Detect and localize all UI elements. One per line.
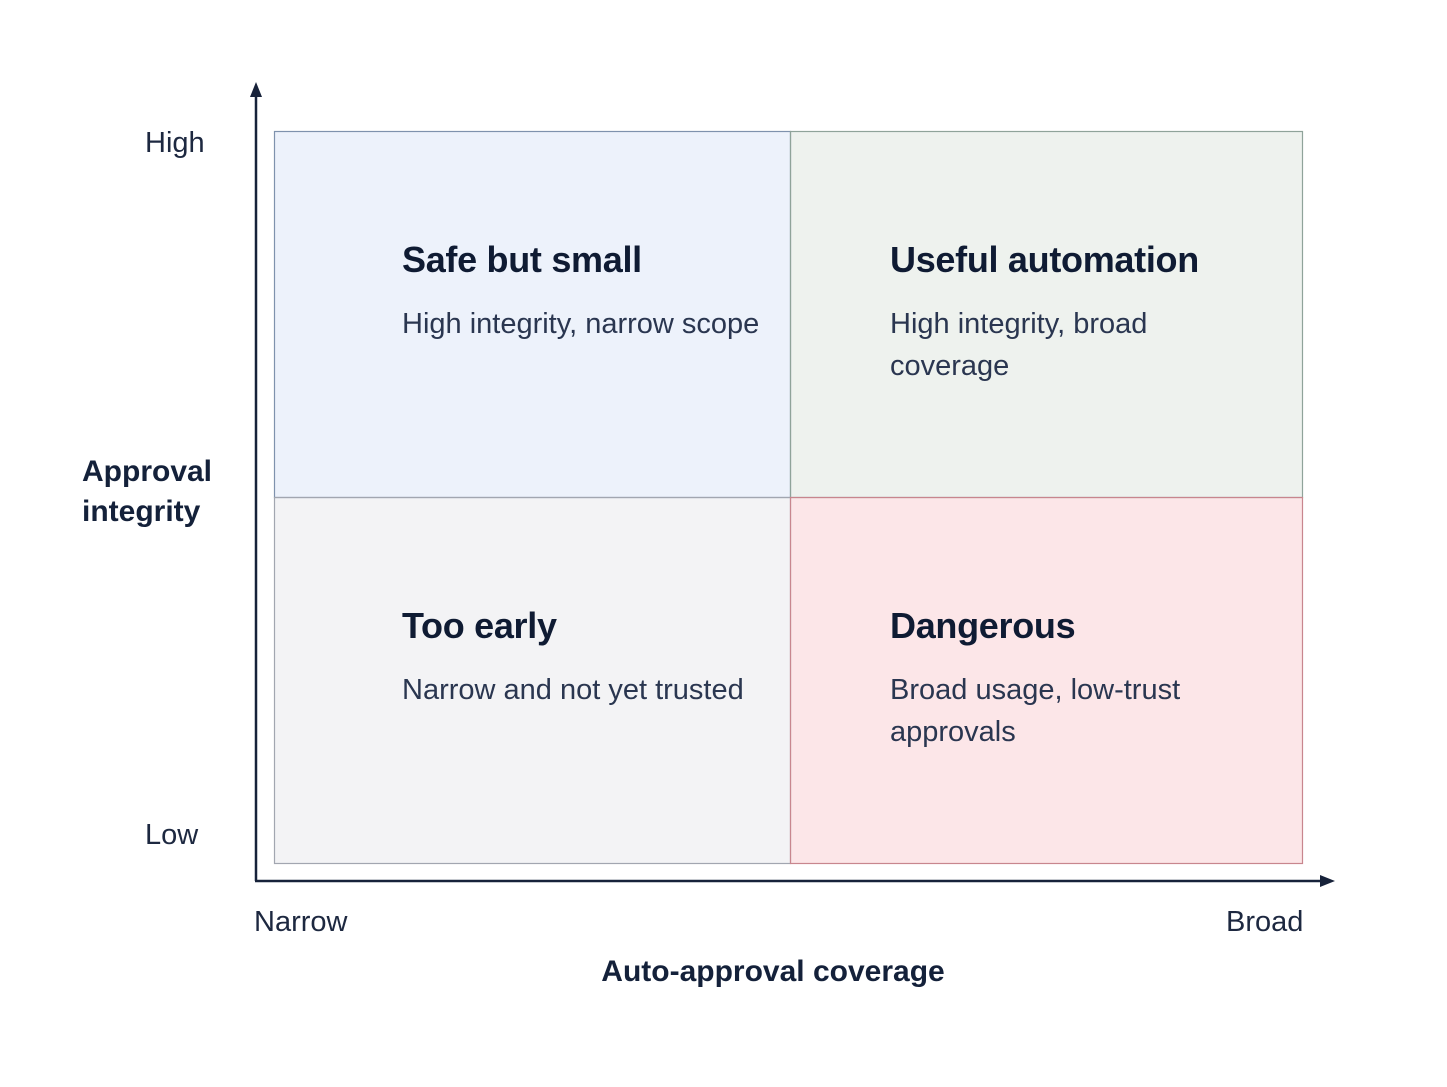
quadrant-description: Broad usage, low-trust approvals: [890, 674, 1181, 748]
quadrant-dangerous: Dangerous Broad usage, low-trust approva…: [791, 497, 1303, 864]
quadrant-title: Useful automation: [890, 239, 1199, 280]
top-left-border: [273, 130, 792, 499]
y-axis-low-label: Low: [145, 819, 199, 851]
top-right-border: [789, 130, 1304, 499]
y-axis-high-label: High: [145, 127, 205, 159]
quadrant-title: Dangerous: [890, 605, 1076, 646]
x-axis-title: Auto-approval coverage: [601, 955, 945, 988]
quadrant-description: High integrity, narrow scope: [402, 308, 760, 340]
y-axis-arrow-icon: [250, 82, 262, 97]
quadrant-title: Safe but small: [402, 239, 642, 280]
x-axis-arrow-icon: [1320, 875, 1335, 887]
quadrant-safe-but-small: Safe but small High integrity, narrow sc…: [274, 131, 791, 497]
x-axis-broad-label: Broad: [1226, 906, 1304, 938]
bottom-right-border: [789, 496, 1304, 865]
y-axis-title: Approval integrity: [82, 455, 213, 528]
quadrant-description: Narrow and not yet trusted: [402, 674, 744, 706]
bottom-left-border: [273, 496, 792, 865]
quadrant-useful-automation: Useful automation High integrity, broad …: [791, 131, 1303, 497]
quadrant-too-early: Too early Narrow and not yet trusted: [274, 497, 791, 864]
quadrant-title: Too early: [402, 605, 557, 646]
quadrant-description: High integrity, broad coverage: [890, 308, 1148, 382]
x-axis-narrow-label: Narrow: [254, 906, 348, 938]
